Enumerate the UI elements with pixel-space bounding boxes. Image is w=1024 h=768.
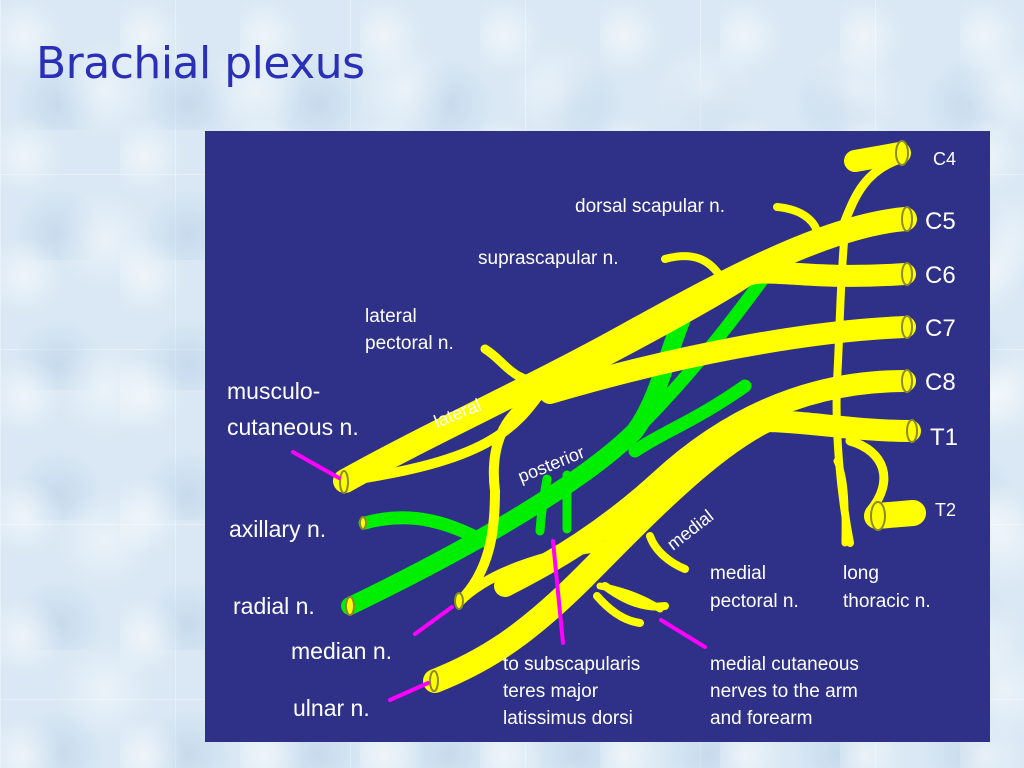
axillary-nerve: [358, 511, 490, 548]
medial-cutaneous-pointer: [659, 618, 707, 649]
medial-cord-extra: [596, 582, 664, 613]
label-medial-cutaneous-2: nerves to the arm: [710, 681, 858, 702]
label-subscapularis-1: to subscapularis: [503, 654, 640, 675]
label-medial-pectoral-1: medial: [710, 563, 766, 584]
label-radial: radial n.: [233, 593, 315, 619]
dorsal-scapular-nerve: [773, 203, 821, 235]
long-thoracic-c8: [833, 457, 849, 547]
label-subscapularis-3: latissimus dorsi: [503, 708, 633, 729]
medial-pectoral-nerve: [646, 532, 689, 573]
label-lateral-pectoral-1: lateral: [365, 306, 417, 327]
median-pointer: [413, 605, 454, 636]
c4-c5-connection: [840, 154, 905, 226]
pointer-lines: [291, 450, 707, 702]
label-axillary: axillary n.: [229, 516, 326, 542]
lower-trunk: [423, 409, 777, 693]
slide-title: Brachial plexus: [36, 38, 365, 89]
label-long-thoracic-1: long: [843, 563, 879, 584]
lateral-pectoral-nerve: [480, 344, 550, 388]
label-medial-cutaneous-3: and forearm: [710, 708, 812, 729]
subscapular-branch-1: [535, 474, 552, 536]
t1-root: [754, 410, 921, 442]
subscapularis-pointer: [551, 539, 565, 645]
t1-cut: [906, 419, 918, 443]
root-label-c8: C8: [925, 369, 956, 396]
ulnar-pointer: [388, 681, 430, 702]
brachial-plexus-diagram: C4 C5 C6 C7 C8 T1 T2 lateral posterior m…: [205, 131, 990, 742]
c5-cut: [901, 206, 913, 232]
label-dorsal-scapular: dorsal scapular n.: [575, 196, 725, 217]
c6-cut: [901, 262, 913, 286]
root-label-c7: C7: [925, 315, 956, 342]
label-lateral-pectoral-2: pectoral n.: [365, 333, 454, 354]
label-medial-pectoral-2: pectoral n.: [710, 591, 799, 612]
musculocutaneous-cut: [339, 470, 349, 494]
root-label-c5: C5: [925, 208, 956, 235]
root-label-c6: C6: [925, 262, 956, 289]
c4-root: [844, 142, 911, 172]
label-median: median n.: [291, 638, 392, 664]
axillary-cut: [359, 516, 367, 530]
label-medial-cutaneous-1: medial cutaneous: [710, 654, 859, 675]
c4-cut: [895, 140, 909, 166]
lateral-to-median: [455, 388, 550, 606]
musculocutaneous-pointer: [291, 450, 341, 480]
c6-root: [534, 261, 916, 397]
t2-cut: [870, 501, 886, 531]
c8-cut: [901, 369, 913, 393]
median-cut: [454, 592, 464, 610]
root-label-t1: T1: [930, 424, 958, 451]
root-label-t2: T2: [935, 500, 956, 520]
cut-ends: [339, 140, 918, 692]
radial-cut: [345, 596, 355, 616]
median-nerve: [455, 541, 610, 606]
yellow-nerves: [333, 142, 926, 693]
medial-cutaneous-forearm: [593, 592, 644, 627]
label-ulnar: ulnar n.: [293, 695, 370, 721]
suprascapular-nerve: [661, 252, 724, 280]
c7-cut: [901, 315, 913, 339]
label-subscapularis-2: teres major: [503, 681, 599, 702]
ulnar-cut: [429, 670, 439, 692]
label-musculocutaneous-1: musculo-: [227, 378, 320, 404]
label-long-thoracic-2: thoracic n.: [843, 591, 931, 612]
root-label-c4: C4: [933, 149, 956, 169]
label-suprascapular: suprascapular n.: [478, 248, 618, 269]
posterior-from-c8: [628, 379, 752, 458]
c7-root: [539, 316, 916, 404]
label-musculocutaneous-2: cutaneous n.: [227, 414, 359, 440]
